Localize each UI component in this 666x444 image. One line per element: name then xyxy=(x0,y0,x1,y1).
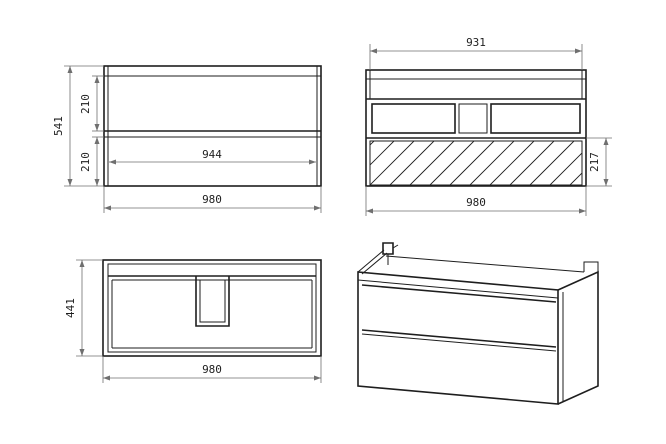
dim-front-height: 541 xyxy=(52,65,104,187)
iso-top-left-edge-inner xyxy=(361,252,388,275)
dim-front-upper-drawer: 210 xyxy=(79,75,104,132)
dim-front-inner-width: 944 xyxy=(109,148,316,165)
dim-label-top-width: 980 xyxy=(466,196,486,209)
dim-bottom-width: 980 xyxy=(102,356,322,383)
iso-back-right-post xyxy=(583,261,599,272)
top-body-outline xyxy=(365,69,587,187)
dim-bottom-depth: 441 xyxy=(64,259,103,357)
iso-drawer-divider xyxy=(361,329,557,348)
top-basin-section xyxy=(369,140,583,186)
iso-drawer-divider-gap xyxy=(361,333,557,352)
iso-back-top-edge xyxy=(385,255,585,273)
dim-front-width: 980 xyxy=(103,186,322,213)
dim-label-inner-width: 944 xyxy=(202,148,222,161)
dim-label-bottom-depth: 441 xyxy=(64,298,77,318)
iso-back-post xyxy=(382,242,394,255)
bottom-siphon-cutout-inner xyxy=(199,280,226,323)
iso-upper-drawer-top xyxy=(361,284,557,303)
iso-right-face xyxy=(557,270,599,405)
dim-top-inner-width: 931 xyxy=(369,36,583,70)
dim-label-front-width: 980 xyxy=(202,193,222,206)
bottom-inner-outline xyxy=(107,263,317,353)
dim-front-lower-drawer: 210 xyxy=(79,136,104,186)
bottom-body-outline xyxy=(102,259,322,357)
dim-label-basin-depth: 217 xyxy=(588,152,601,172)
dim-top-width: 980 xyxy=(365,186,587,216)
top-center-siphon-box xyxy=(458,103,488,134)
iso-top-left-edge xyxy=(357,249,385,273)
top-left-drawer-box xyxy=(371,103,456,134)
iso-top-band xyxy=(357,279,559,299)
isometric-view xyxy=(357,242,599,405)
iso-back-post-side xyxy=(392,244,399,249)
dim-label-lower-drawer: 210 xyxy=(79,152,92,172)
front-view xyxy=(103,65,322,187)
dim-label-front-height: 541 xyxy=(52,116,65,136)
bottom-view xyxy=(102,259,322,357)
dim-label-bottom-width: 980 xyxy=(202,363,222,376)
dim-label-top-inner-width: 931 xyxy=(466,36,486,49)
front-body-outline xyxy=(103,65,322,187)
dim-label-upper-drawer: 210 xyxy=(79,94,92,114)
top-view xyxy=(365,69,587,187)
basin-hatching xyxy=(370,141,582,185)
dim-top-basin-depth: 217 xyxy=(586,137,612,187)
bottom-siphon-cutout xyxy=(195,276,230,327)
top-right-drawer-box xyxy=(490,103,581,134)
